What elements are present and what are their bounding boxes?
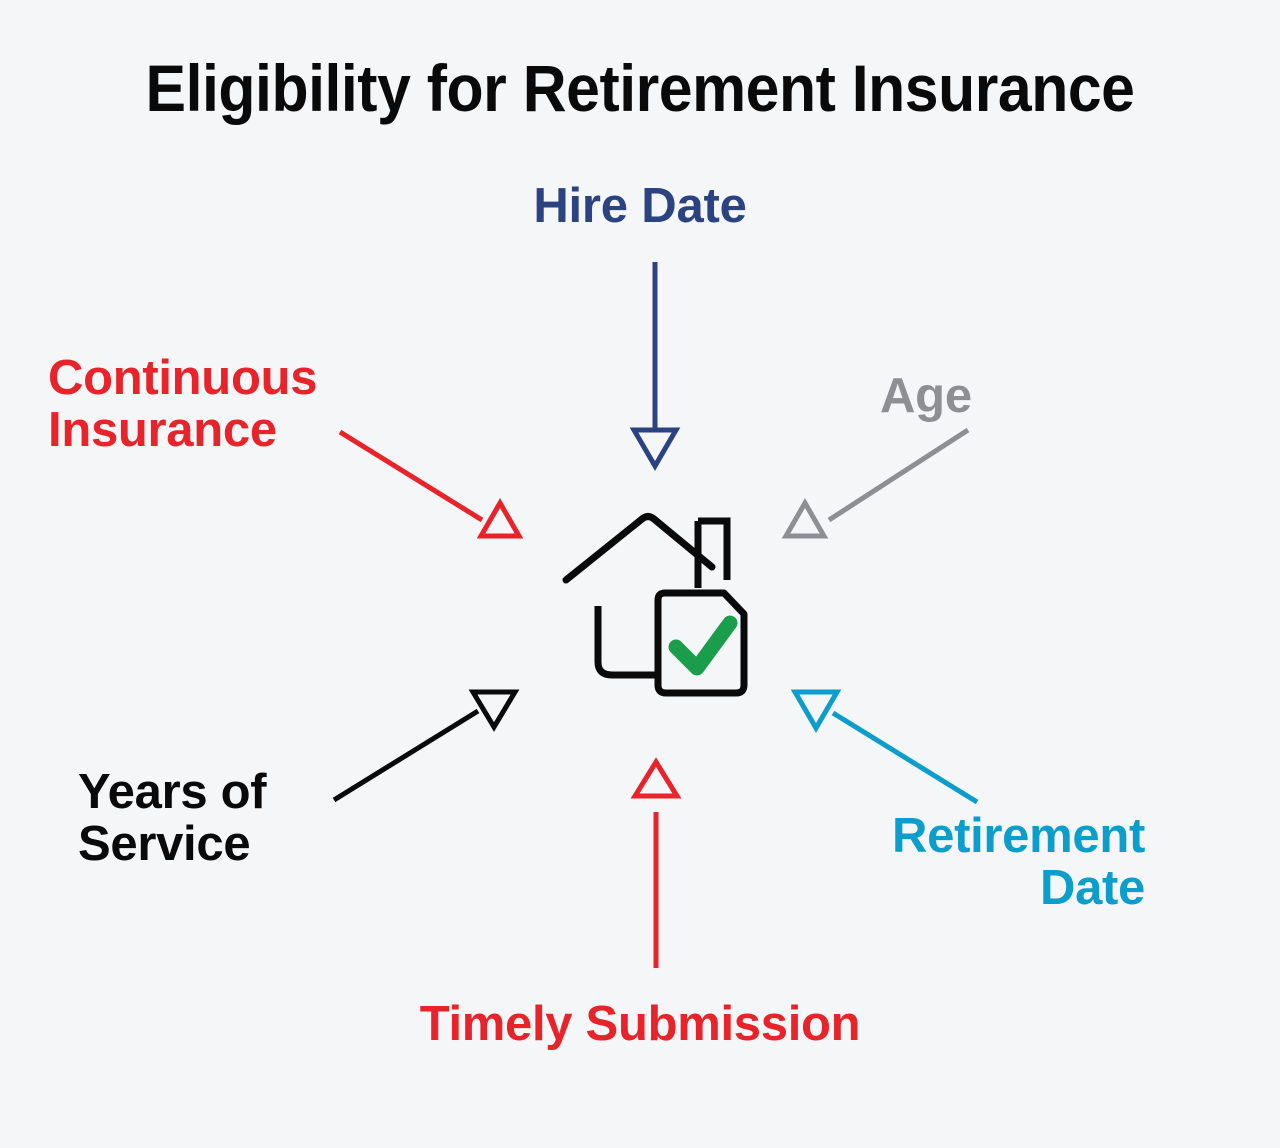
arrow-marker-years-of-service (468, 689, 520, 732)
node-label-age: Age (880, 369, 972, 423)
document-outline-path (654, 589, 748, 697)
node-label-hire-date: Hire Date (533, 179, 747, 233)
node-label-continuous-insurance: Continuous Insurance (48, 351, 318, 458)
connector-line-retirement-date (831, 710, 979, 805)
connector-age (781, 427, 970, 539)
node-label-timely-submission: Timely Submission (419, 997, 861, 1051)
house-with-approved-document-icon (562, 513, 748, 697)
page-title: Eligibility for Retirement Insurance (145, 51, 1135, 125)
green-check-icon (668, 615, 738, 676)
arrow-marker-age (781, 497, 829, 539)
connector-line-age (827, 427, 970, 523)
node-label-years-of-service: Years of Service (78, 765, 267, 872)
arrow-marker-timely-submission (630, 757, 682, 799)
arrow-marker-retirement-date (790, 689, 842, 733)
arrow-marker-hire-date (629, 427, 681, 471)
arrow-marker-continuous-insurance (476, 497, 524, 539)
house-left-wall-path (594, 606, 660, 679)
house-roof-path (562, 513, 716, 584)
house-chimney-path (694, 517, 731, 588)
connector-hire-date (629, 262, 681, 471)
connector-timely-submission (630, 757, 682, 968)
connector-retirement-date (790, 689, 979, 805)
node-label-retirement-date: Retirement Date (892, 809, 1145, 916)
